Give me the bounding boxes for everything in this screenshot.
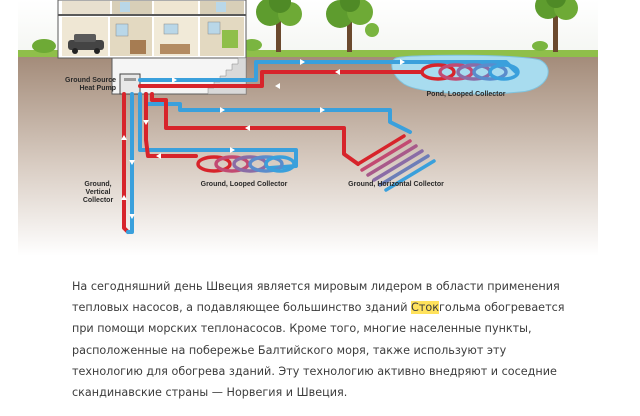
label-vertical-line3: Collector [83,197,114,204]
grass-strip [18,50,598,57]
house-cutaway [57,0,247,59]
article-line-1: На сегодняшний день Швеция является миро… [72,280,560,293]
search-highlight: Сток [411,301,439,315]
vertical-pipe-blue [126,92,134,234]
tree-right [535,0,578,52]
tree-middle [326,0,379,52]
article-line-2-after: гольма обогревается [438,301,565,315]
shrub [532,41,548,51]
looped-pipe-blue [138,92,298,170]
article-line-6: скандинавские страны — Норвегия и Швеция… [72,386,348,400]
horizontal-pipe-red [150,92,360,166]
shrub [32,39,56,53]
pond-pipe-red [138,70,422,88]
label-looped-collector: Ground, Looped Collector [201,181,288,188]
article-line-5: технологию для обогрева зданий. Эту техн… [72,364,557,378]
geothermal-heat-pump-diagram: Ground Source Heat Pump Pond, Looped Col… [18,0,598,256]
label-heat-pump-line1: Ground Source [65,77,116,84]
flow-arrows [121,59,405,219]
label-vertical-line1: Ground, [84,181,111,188]
tree-left [256,0,302,52]
label-heat-pump-line2: Heat Pump [79,85,116,92]
article-line-4: расположенные на побережье Балтийского м… [72,343,507,357]
article-line-2-before: тепловых насосов, а подавляющее большинс… [72,301,412,315]
looped-pipe-red [144,92,198,158]
pond-collector-coils [420,63,520,81]
article-line-3: при помощи морских теплонасосов. Кроме т… [72,322,532,336]
ground-looped-collector-coils [196,155,296,173]
label-horizontal-collector: Ground, Horizontal Collector [348,181,444,188]
label-vertical-line2: Vertical [86,189,111,196]
shrub [242,39,262,51]
article-paragraph: На сегодняшний день Швеция является миро… [72,276,582,403]
heat-pump-unit [119,73,141,95]
label-pond-collector: Pond, Looped Collector [427,91,506,98]
horizontal-collector-slinky [356,134,436,192]
